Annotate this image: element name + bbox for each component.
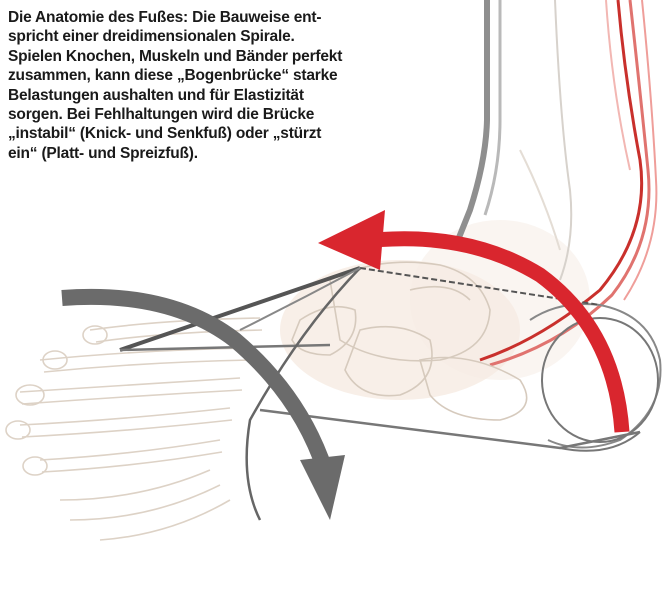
caption-text: Die Anatomie des Fußes: Die Bauweise ent… bbox=[8, 8, 448, 163]
toe-bones bbox=[6, 318, 262, 540]
